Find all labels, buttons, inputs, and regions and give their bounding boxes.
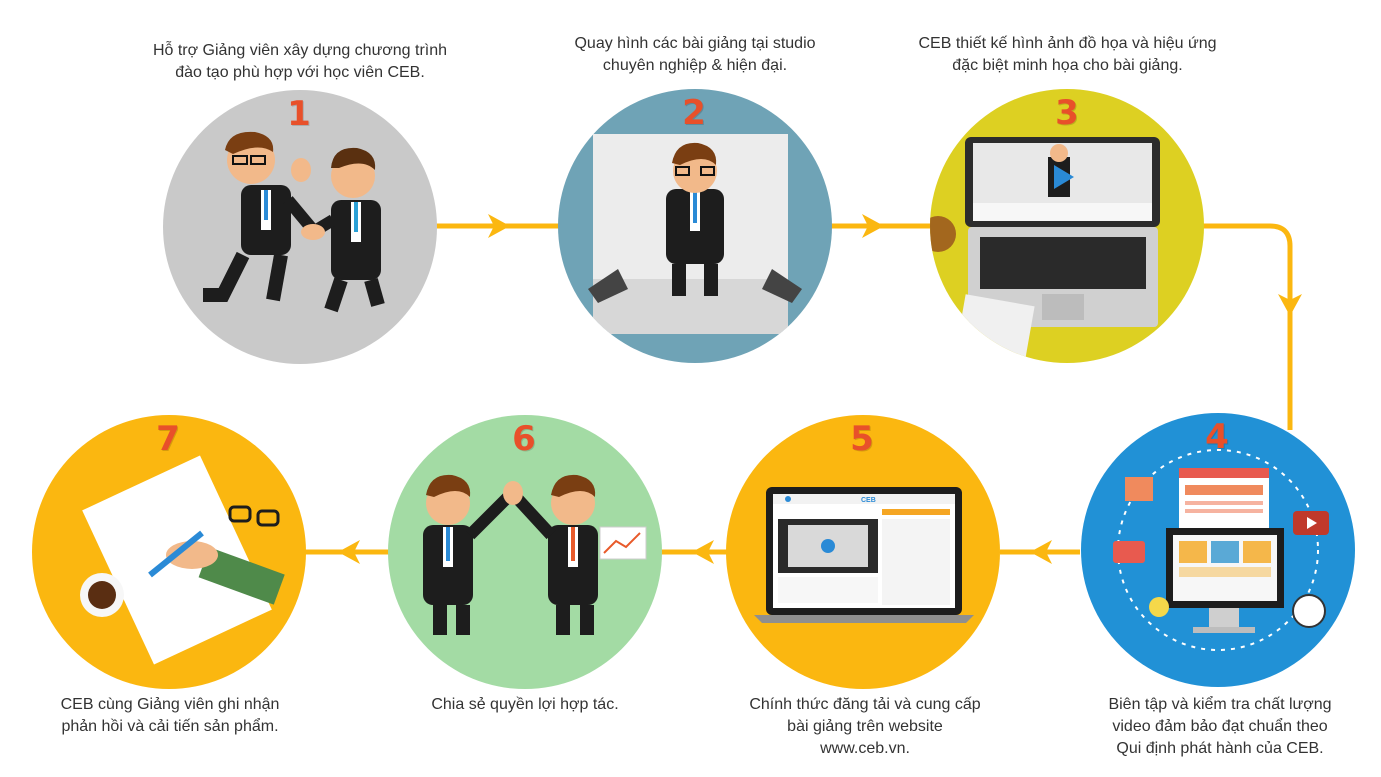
handshake-businessmen-icon xyxy=(203,131,385,313)
step-3-caption: CEB thiết kế hình ảnh đồ họa và hiệu ứng… xyxy=(918,35,1217,74)
step-7-circle xyxy=(32,415,306,689)
step-2-caption: Quay hình các bài giảng tại studio chuyê… xyxy=(574,35,816,74)
laptop-website-icon: CEB xyxy=(754,487,974,623)
step-7-number: 7 xyxy=(156,419,180,459)
step-4-number: 4 xyxy=(1205,417,1229,457)
step-4-circle xyxy=(1081,413,1355,687)
step-1-number: 1 xyxy=(287,94,311,134)
step-1-circle xyxy=(163,90,437,364)
monitor-editing-icon xyxy=(1113,449,1329,651)
step-7-caption: CEB cùng Giảng viên ghi nhận phản hồi và… xyxy=(60,696,280,735)
arrow-left-icon xyxy=(692,540,714,564)
step-5-circle: CEB xyxy=(726,415,1000,689)
step-5-caption: Chính thức đăng tải và cung cấp bài giản… xyxy=(749,696,981,757)
step-5-number: 5 xyxy=(850,419,874,459)
step-2-circle xyxy=(558,89,832,363)
studio-presenter-icon xyxy=(588,134,802,334)
high-five-businessmen-icon xyxy=(423,474,647,635)
arrow-left-icon xyxy=(1030,540,1052,564)
signing-paper-icon xyxy=(80,455,285,665)
arrow-right-icon xyxy=(862,214,884,238)
arrow-right-icon xyxy=(488,214,510,238)
arrow-left-icon xyxy=(338,540,360,564)
ceb-logo: CEB xyxy=(861,497,876,504)
step-6-number: 6 xyxy=(512,419,536,459)
step-2-number: 2 xyxy=(682,93,706,133)
step-1-caption: Hỗ trợ Giảng viên xây dựng chương trình … xyxy=(152,42,448,81)
step-4-caption: Biên tập và kiểm tra chất lượng video đả… xyxy=(1108,696,1332,757)
step-6-circle xyxy=(388,415,662,689)
arrow-down-icon xyxy=(1278,294,1302,316)
step-6-caption: Chia sẻ quyền lợi hợp tác. xyxy=(431,696,619,713)
step-3-number: 3 xyxy=(1055,93,1079,133)
